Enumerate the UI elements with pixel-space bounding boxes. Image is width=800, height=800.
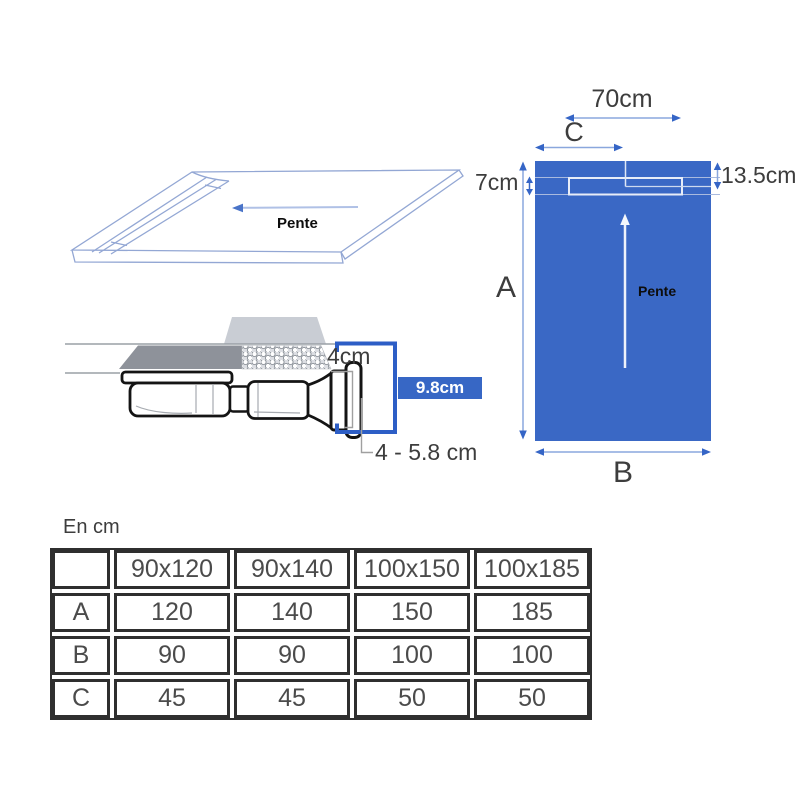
- table-col-header: 90x140: [234, 550, 350, 589]
- a-label: A: [495, 271, 516, 304]
- top-view-drawing: [519, 114, 722, 456]
- dim-13-5cm-arrow: [713, 162, 722, 190]
- thickness-label: 4cm: [327, 343, 371, 369]
- table-unit-label: En cm: [63, 516, 120, 538]
- table-cell: 120: [114, 593, 230, 632]
- drain-cone: [306, 369, 334, 432]
- table-row-label: A: [52, 593, 110, 632]
- dim-70cm-line: [565, 114, 681, 122]
- iso-tray-surface: [69, 169, 462, 253]
- left-depth-label: 7cm: [475, 169, 519, 195]
- table-cell: 90: [234, 636, 350, 675]
- table-cell: 140: [234, 593, 350, 632]
- b-label: B: [612, 456, 633, 489]
- height-badge-label: 9.8cm: [415, 378, 465, 397]
- table-cell: 100: [474, 636, 590, 675]
- drain-flange: [120, 370, 234, 385]
- table-corner-cell: [52, 550, 110, 589]
- section-honeycomb-slab: [241, 345, 332, 370]
- dim-7cm-arrow: [526, 176, 533, 196]
- table-col-header: 100x150: [354, 550, 470, 589]
- section-tray: [65, 317, 337, 374]
- section-slope-wedge: [119, 345, 242, 369]
- top-view-slope-label: Pente: [638, 283, 677, 299]
- range-label: 4 - 5.8 cm: [375, 439, 478, 465]
- table-cell: 45: [234, 679, 350, 718]
- table-row: C 45 45 50 50: [52, 679, 590, 718]
- section-backer-board: [224, 317, 326, 344]
- height-bracket-blue: [335, 341, 397, 434]
- drain-end-cap: [344, 361, 363, 439]
- drain-body: [128, 381, 232, 418]
- table-cell: 90: [114, 636, 230, 675]
- table-row-label: B: [52, 636, 110, 675]
- table-cell: 50: [474, 679, 590, 718]
- top-width-label: 70cm: [591, 85, 653, 113]
- section-drain-trap: [120, 361, 363, 439]
- slope-arrow-up: [620, 213, 630, 368]
- iso-tray-drawing: [69, 169, 464, 264]
- iso-slope-label: Pente: [277, 215, 318, 232]
- height-badge: 9.8cm: [398, 377, 482, 399]
- iso-tray-right-edge: [340, 169, 464, 260]
- section-drawing: [65, 317, 397, 454]
- top-view-channel: [535, 161, 720, 196]
- table-cell: 50: [354, 679, 470, 718]
- top-view-body: [535, 161, 711, 441]
- dim-a-line: [519, 161, 527, 440]
- bracket-range: [360, 398, 373, 454]
- table-row-label: C: [52, 679, 110, 718]
- table-cell: 45: [114, 679, 230, 718]
- table-cell: 100: [354, 636, 470, 675]
- dim-c-line: [535, 143, 623, 152]
- table-cell: 185: [474, 593, 590, 632]
- dim-b-line: [535, 448, 711, 456]
- dimensions-table: 90x120 90x140 100x150 100x185 A 120 140 …: [52, 550, 590, 718]
- table-cell: 150: [354, 593, 470, 632]
- table-col-header: 100x185: [474, 550, 590, 589]
- drain-connector: [228, 385, 251, 413]
- bracket-4cm: [331, 370, 354, 429]
- right-depth-label: 13.5cm: [721, 162, 797, 188]
- c-label: C: [564, 117, 584, 147]
- table-header-row: 90x120 90x140 100x150 100x185: [52, 550, 590, 589]
- iso-tray-channel: [91, 171, 230, 255]
- iso-tray-front-edge: [71, 249, 344, 264]
- table-row: B 90 90 100 100: [52, 636, 590, 675]
- iso-slope-arrow: [232, 203, 359, 213]
- table-col-header: 90x120: [114, 550, 230, 589]
- table-row: A 120 140 150 185: [52, 593, 590, 632]
- dimensions-table-frame: 90x120 90x140 100x150 100x185 A 120 140 …: [50, 548, 592, 720]
